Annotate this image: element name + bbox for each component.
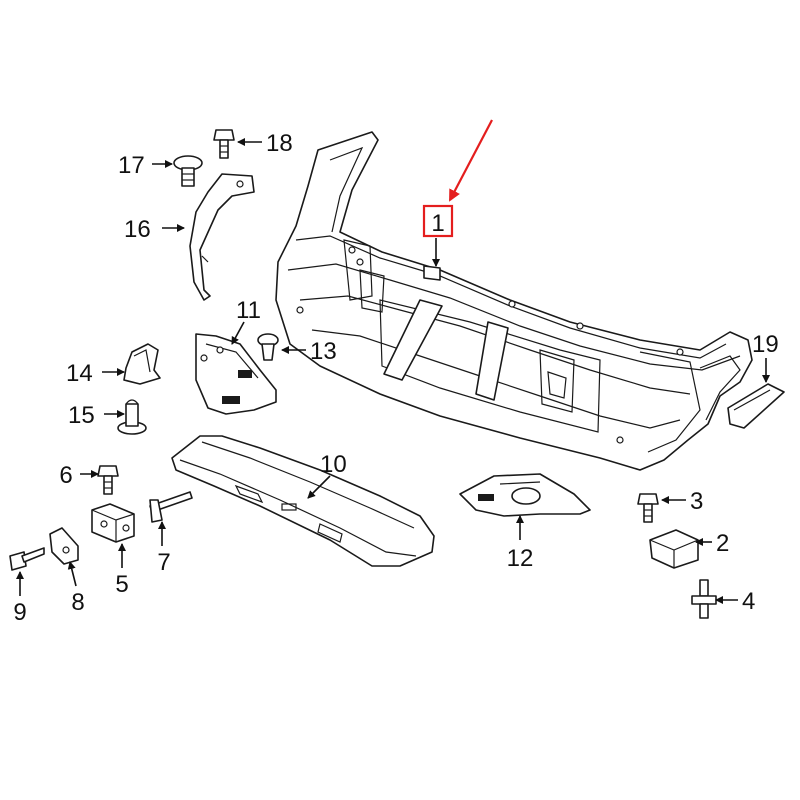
leader-8 [67,561,77,587]
leader-11 [231,321,245,345]
part-3-bolt [637,493,659,523]
callout-8: 8 [71,589,84,616]
callout-19: 19 [752,331,779,358]
callout-9: 9 [13,599,26,626]
callout-14: 14 [66,360,93,387]
part-5-block [91,503,135,543]
callout-2: 2 [716,530,729,557]
highlight-box-part-1 [422,204,454,238]
callout-1: 1 [431,210,444,237]
part-7-stud [149,491,193,523]
part-16-bracket [189,173,255,301]
callout-12: 12 [507,545,534,572]
callout-7: 7 [157,549,170,576]
part-14-bracket [123,343,161,385]
part-10-deflector [171,435,435,567]
callout-15: 15 [68,402,95,429]
part-2-bracket [649,529,699,569]
callout-3: 3 [690,488,703,515]
part-15-rivet [117,399,147,435]
callout-16: 16 [124,216,151,243]
part-18-screw [213,129,235,159]
part-13-clip [257,333,279,361]
leader-lines [16,138,770,604]
leader-10 [307,475,331,499]
radiator-support-panel [275,131,753,471]
highlight-annotation [422,119,493,238]
part-19-cover [727,383,785,429]
part-17-push-pin [173,155,203,187]
callout-17: 17 [118,152,145,179]
callout-18: 18 [266,130,293,157]
callout-13: 13 [310,338,337,365]
callout-4: 4 [742,588,755,615]
part-6-bolt [97,465,119,495]
callout-6: 6 [59,462,72,489]
callout-10: 10 [320,451,347,478]
callout-5: 5 [115,571,128,598]
red-pointer-arrow [449,119,493,202]
callout-labels: 1 2 3 4 5 6 7 8 9 10 11 12 13 14 15 16 1… [13,130,778,626]
part-12-shield [459,473,591,517]
part-9-screw [9,547,45,571]
part-8-plate [49,527,79,565]
part-4-stud [691,579,717,619]
callout-11: 11 [236,297,261,324]
